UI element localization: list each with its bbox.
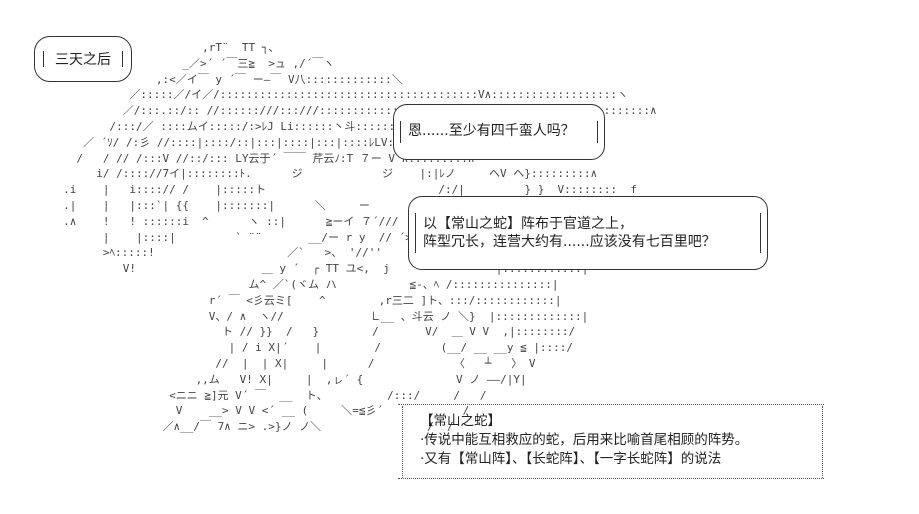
- scene-caption: 三天之后: [55, 52, 111, 68]
- bubble-left-bar: [400, 121, 401, 143]
- annotation-item-2: ·又有【常山阵】、【长蛇阵】、【一字长蛇阵】的说法: [420, 451, 722, 467]
- speech-line-2b: 阵型冗长，连营大约有......应该没有七百里吧？: [423, 234, 716, 250]
- speech-bubble-1: 恩......至少有四千蛮人吗？: [393, 104, 605, 160]
- speech-line-2a: 以【常山之蛇】阵布于官道之上，: [423, 216, 633, 232]
- annotation-bottom-border: [398, 478, 824, 480]
- bubble-right-bar: [597, 121, 598, 143]
- caption-left-bar: [43, 51, 44, 67]
- annotation-title: 【常山之蛇】: [420, 413, 501, 429]
- scene-caption-box: 三天之后: [34, 36, 132, 82]
- annotation-right-border: [822, 406, 824, 478]
- annotation-left-border: [402, 406, 404, 478]
- speech-bubble-2: 以【常山之蛇】阵布于官道之上， 阵型冗长，连营大约有......应该没有七百里吧…: [408, 196, 768, 270]
- bubble-right-bar: [760, 213, 761, 253]
- speech-line-1: 恩......至少有四千蛮人吗？: [408, 123, 575, 139]
- annotation-top-border: [398, 404, 824, 406]
- annotation-item-1: ·传说中能互相救应的蛇，后用来比喻首尾相顾的阵势。: [420, 432, 749, 448]
- annotation-box: 【常山之蛇】 ·传说中能互相救应的蛇，后用来比喻首尾相顾的阵势。 ·又有【常山阵…: [398, 398, 824, 480]
- caption-right-bar: [122, 51, 123, 67]
- bubble-left-bar: [415, 213, 416, 253]
